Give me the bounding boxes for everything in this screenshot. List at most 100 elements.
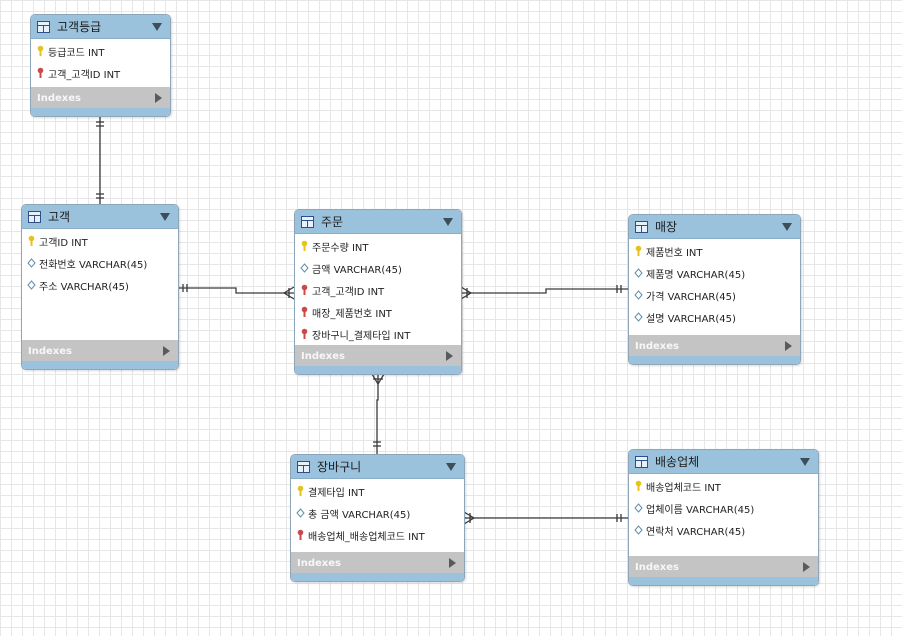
column-row[interactable]: 고객_고객ID INT: [295, 279, 461, 301]
indexes-label: Indexes: [301, 350, 345, 362]
expand-arrow-icon[interactable]: [152, 22, 162, 31]
table-footer: [22, 361, 178, 369]
table-footer: [629, 356, 800, 364]
table-customer[interactable]: 고객 고객ID INT 전화번호 VARCHAR(45) 주소 VARCHAR(45…: [21, 204, 179, 370]
table-shipper[interactable]: 배송업체 배송업체코드 INT 업체이름 VARCHAR(45) 연락처 VARCH…: [628, 449, 819, 586]
column-row[interactable]: 결제타입 INT: [291, 480, 464, 502]
indexes-section[interactable]: Indexes: [291, 552, 464, 574]
relationship-grade-customer[interactable]: [96, 116, 104, 204]
table-icon: [37, 20, 50, 33]
column-label: 총 금액 VARCHAR(45): [308, 509, 411, 521]
column-label: 배송업체코드 INT: [646, 482, 721, 494]
foreign-key-icon: [36, 67, 45, 79]
table-header[interactable]: 매장: [629, 215, 800, 239]
primary-key-icon: [36, 45, 45, 57]
primary-key-icon: [300, 240, 309, 252]
column-row[interactable]: 제품명 VARCHAR(45): [629, 262, 800, 284]
primary-key-icon: [296, 485, 305, 497]
table-header[interactable]: 주문: [295, 210, 461, 234]
indexes-section[interactable]: Indexes: [22, 340, 178, 362]
expand-arrow-icon[interactable]: [160, 212, 170, 221]
indexes-arrow-icon[interactable]: [449, 558, 456, 568]
expand-arrow-icon[interactable]: [443, 217, 453, 226]
column-label: 등급코드 INT: [48, 47, 105, 59]
column-row[interactable]: 업체이름 VARCHAR(45): [629, 497, 818, 519]
indexes-arrow-icon[interactable]: [785, 341, 792, 351]
column-diamond-icon: [634, 311, 643, 323]
column-label: 고객_고객ID INT: [312, 286, 385, 298]
table-name: 장바구니: [317, 460, 362, 474]
column-row[interactable]: 장바구니_결제타입 INT: [295, 323, 461, 345]
indexes-arrow-icon[interactable]: [155, 93, 162, 103]
column-list: 등급코드 INT 고객_고객ID INT: [31, 39, 170, 84]
column-row[interactable]: 가격 VARCHAR(45): [629, 284, 800, 306]
column-label: 결제타입 INT: [308, 487, 365, 499]
table-icon: [301, 215, 314, 228]
table-icon: [297, 460, 310, 473]
relationship-shipper-cart[interactable]: [463, 511, 628, 525]
column-label: 매장_제품번호 INT: [312, 308, 392, 320]
column-diamond-icon: [634, 502, 643, 514]
column-row[interactable]: 제품번호 INT: [629, 240, 800, 262]
column-row[interactable]: 설명 VARCHAR(45): [629, 306, 800, 328]
column-list: 배송업체코드 INT 업체이름 VARCHAR(45) 연락처 VARCHAR(45…: [629, 474, 818, 541]
column-row[interactable]: 연락처 VARCHAR(45): [629, 519, 818, 541]
expand-arrow-icon[interactable]: [446, 462, 456, 471]
table-footer: [295, 366, 461, 374]
column-label: 주소 VARCHAR(45): [39, 281, 129, 293]
column-row[interactable]: 등급코드 INT: [31, 40, 170, 62]
foreign-key-icon: [300, 328, 309, 340]
column-row[interactable]: 매장_제품번호 INT: [295, 301, 461, 323]
column-row[interactable]: 금액 VARCHAR(45): [295, 257, 461, 279]
table-header[interactable]: 장바구니: [291, 455, 464, 479]
table-icon: [28, 210, 41, 223]
indexes-section[interactable]: Indexes: [295, 345, 461, 367]
table-header[interactable]: 고객: [22, 205, 178, 229]
column-row[interactable]: 배송업체코드 INT: [629, 475, 818, 497]
table-name: 매장: [655, 220, 678, 234]
expand-arrow-icon[interactable]: [800, 457, 810, 466]
column-row[interactable]: 배송업체_배송업체코드 INT: [291, 524, 464, 546]
indexes-arrow-icon[interactable]: [163, 346, 170, 356]
indexes-label: Indexes: [635, 561, 679, 573]
indexes-label: Indexes: [297, 557, 341, 569]
table-icon: [635, 220, 648, 233]
column-row[interactable]: 고객ID INT: [22, 230, 178, 252]
column-row[interactable]: 전화번호 VARCHAR(45): [22, 252, 178, 274]
indexes-arrow-icon[interactable]: [803, 562, 810, 572]
table-header[interactable]: 배송업체: [629, 450, 818, 474]
column-diamond-icon: [634, 267, 643, 279]
column-diamond-icon: [634, 289, 643, 301]
column-row[interactable]: 고객_고객ID INT: [31, 62, 170, 84]
column-label: 고객ID INT: [39, 237, 88, 249]
table-name: 주문: [321, 215, 344, 229]
column-label: 가격 VARCHAR(45): [646, 291, 736, 303]
indexes-section[interactable]: Indexes: [31, 87, 170, 109]
indexes-section[interactable]: Indexes: [629, 556, 818, 578]
column-label: 연락처 VARCHAR(45): [646, 526, 746, 538]
table-cart[interactable]: 장바구니 결제타입 INT 총 금액 VARCHAR(45) 배송업체_배송업체코드…: [290, 454, 465, 582]
primary-key-icon: [634, 245, 643, 257]
table-icon: [635, 455, 648, 468]
relationship-cart-order[interactable]: [371, 373, 385, 454]
primary-key-icon: [27, 235, 36, 247]
primary-key-icon: [634, 480, 643, 492]
table-grade[interactable]: 고객등급 등급코드 INT 고객_고객ID INT Indexes: [30, 14, 171, 117]
column-row[interactable]: 주문수량 INT: [295, 235, 461, 257]
relationship-store-order[interactable]: [460, 285, 628, 300]
column-label: 업체이름 VARCHAR(45): [646, 504, 755, 516]
column-row[interactable]: 주소 VARCHAR(45): [22, 274, 178, 296]
foreign-key-icon: [300, 284, 309, 296]
indexes-arrow-icon[interactable]: [446, 351, 453, 361]
indexes-section[interactable]: Indexes: [629, 335, 800, 357]
table-header[interactable]: 고객등급: [31, 15, 170, 39]
relationship-customer-order[interactable]: [178, 284, 295, 300]
column-row[interactable]: 총 금액 VARCHAR(45): [291, 502, 464, 524]
expand-arrow-icon[interactable]: [782, 222, 792, 231]
column-list: 고객ID INT 전화번호 VARCHAR(45) 주소 VARCHAR(45): [22, 229, 178, 296]
column-list: 결제타입 INT 총 금액 VARCHAR(45) 배송업체_배송업체코드 INT: [291, 479, 464, 546]
column-label: 장바구니_결제타입 INT: [312, 330, 411, 342]
